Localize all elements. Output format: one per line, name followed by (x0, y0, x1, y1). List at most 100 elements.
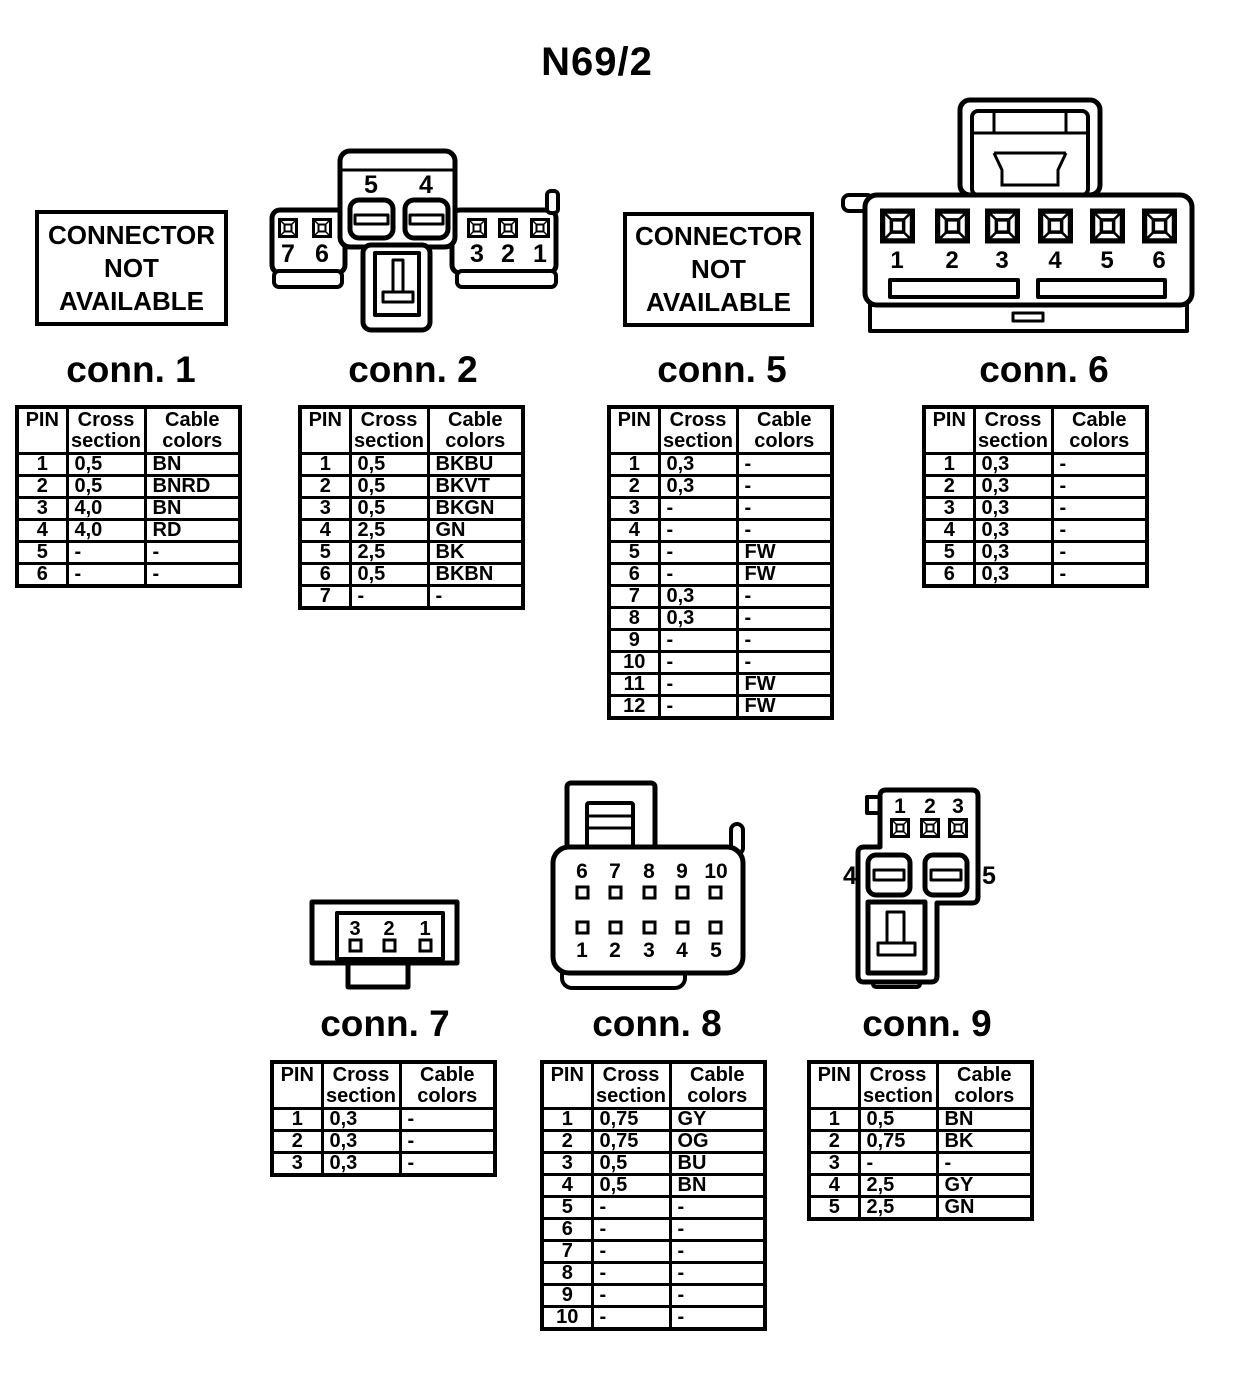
pin-cell: 4 (922, 518, 976, 543)
cable-color-cell: - (668, 1305, 767, 1331)
connector6-bottom-slot (1011, 311, 1045, 323)
cable-color-cell: - (398, 1107, 497, 1132)
table-row: 6-- (15, 562, 242, 588)
cross-section-cell: 0,3 (320, 1129, 402, 1154)
pin-header: PIN (15, 405, 69, 455)
pin-cell: 4 (807, 1173, 861, 1198)
connector8-pin7-cavity (608, 885, 623, 900)
cable-color-cell: - (735, 496, 834, 521)
cable-color-cell: - (735, 606, 834, 631)
cross-section-cell: 0,75 (590, 1129, 672, 1154)
cable-color-cell: - (1050, 540, 1149, 565)
connector9-key-stem (885, 910, 906, 947)
pin-cell: 2 (807, 1129, 861, 1154)
cable-color-cell: - (668, 1239, 767, 1264)
pin-cell: 3 (298, 496, 352, 521)
table-row: 5-- (15, 540, 242, 565)
connector8-drawing: 6 7 8 9 10 1 2 3 4 5 (550, 780, 746, 990)
cable-color-cell: - (1050, 562, 1149, 588)
cross-section-header: Cross section (65, 405, 147, 455)
cable-color-cell: GN (426, 518, 525, 543)
cable-color-cell: - (735, 518, 834, 543)
cross-section-cell: - (65, 562, 147, 588)
cable-color-cell: BKBN (426, 562, 525, 587)
pin-cell: 5 (807, 1195, 861, 1221)
pin-number: 1 (894, 795, 906, 818)
table-row: 10-- (607, 650, 834, 675)
cross-section-cell: - (657, 540, 739, 565)
connector2-right-tab (545, 189, 560, 215)
table-header-row: PIN Cross section Cable colors (922, 405, 1149, 455)
pin-cell: 3 (922, 496, 976, 521)
cross-section-cell: 2,5 (348, 540, 430, 565)
na-line: NOT (691, 254, 746, 284)
cross-section-cell: 0,3 (320, 1107, 402, 1132)
pin-cell: 8 (540, 1261, 594, 1286)
cross-section-cell: - (590, 1239, 672, 1264)
connector2-pin3-cavity (467, 218, 487, 238)
na-line: CONNECTOR (47, 219, 216, 250)
cable-color-cell: FW (735, 562, 834, 587)
cable-color-cell: - (735, 584, 834, 609)
table-header-row: PIN Cross section Cable colors (270, 1060, 497, 1110)
pin-cell: 10 (540, 1305, 594, 1331)
cross-section-cell: 0,5 (857, 1107, 939, 1132)
connector2-pin5-slot (353, 213, 390, 226)
connector5-not-available-box: CONNECTOR NOT AVAILABLE (623, 212, 814, 327)
pin-number: 3 (952, 795, 964, 818)
cable-color-cell: - (143, 540, 242, 565)
cross-section-cell: 0,5 (590, 1151, 672, 1176)
pin-number: 1 (576, 939, 588, 962)
pin-cell: 2 (270, 1129, 324, 1154)
pin-number: 3 (349, 918, 360, 940)
cross-section-cell: - (590, 1195, 672, 1220)
table-row: 12-FW (607, 694, 834, 720)
pin-cell: 5 (607, 540, 661, 565)
pin-number: 3 (995, 247, 1008, 274)
cross-section-cell: 0,5 (348, 474, 430, 499)
cross-section-cell: - (657, 562, 739, 587)
cable-color-cell: BN (668, 1173, 767, 1198)
pin-number: 2 (609, 939, 621, 962)
pin-cell: 3 (15, 496, 69, 521)
cable-color-cell: - (668, 1261, 767, 1286)
table-row: 10-- (540, 1305, 767, 1331)
connector7-pin2-cavity (382, 938, 397, 953)
cable-color-cell: BKBU (426, 452, 525, 477)
pin-header: PIN (922, 405, 976, 455)
connector8-label: conn. 8 (592, 1003, 722, 1044)
connector5-label: conn. 5 (657, 349, 787, 390)
cross-section-cell: 0,3 (972, 562, 1054, 588)
connector2-label: conn. 2 (348, 349, 478, 390)
cross-section-cell: - (657, 694, 739, 720)
connector6-hslot-left (888, 278, 1020, 299)
connector9-pin4-slot (872, 868, 906, 882)
cross-section-header: Cross section (348, 405, 430, 455)
connector1-label: conn. 1 (66, 349, 196, 390)
connector2-pin4-slot (408, 213, 445, 226)
connector6-drawing: 1 2 3 4 5 6 (841, 97, 1195, 333)
connector2-pin2-cavity (498, 218, 518, 238)
cable-color-cell: RD (143, 518, 242, 543)
cross-section-cell: 4,0 (65, 518, 147, 543)
pin-header: PIN (298, 405, 352, 455)
table-header-row: PIN Cross section Cable colors (607, 405, 834, 455)
cross-section-cell: 0,5 (590, 1173, 672, 1198)
pin-cell: 1 (15, 452, 69, 477)
connector8-pin5-cavity (708, 920, 723, 935)
connector8-pin1-cavity (575, 920, 590, 935)
cable-color-cell: - (935, 1151, 1034, 1176)
pin-cell: 2 (15, 474, 69, 499)
cross-section-cell: 0,3 (972, 452, 1054, 477)
connector7-label: conn. 7 (320, 1003, 450, 1044)
